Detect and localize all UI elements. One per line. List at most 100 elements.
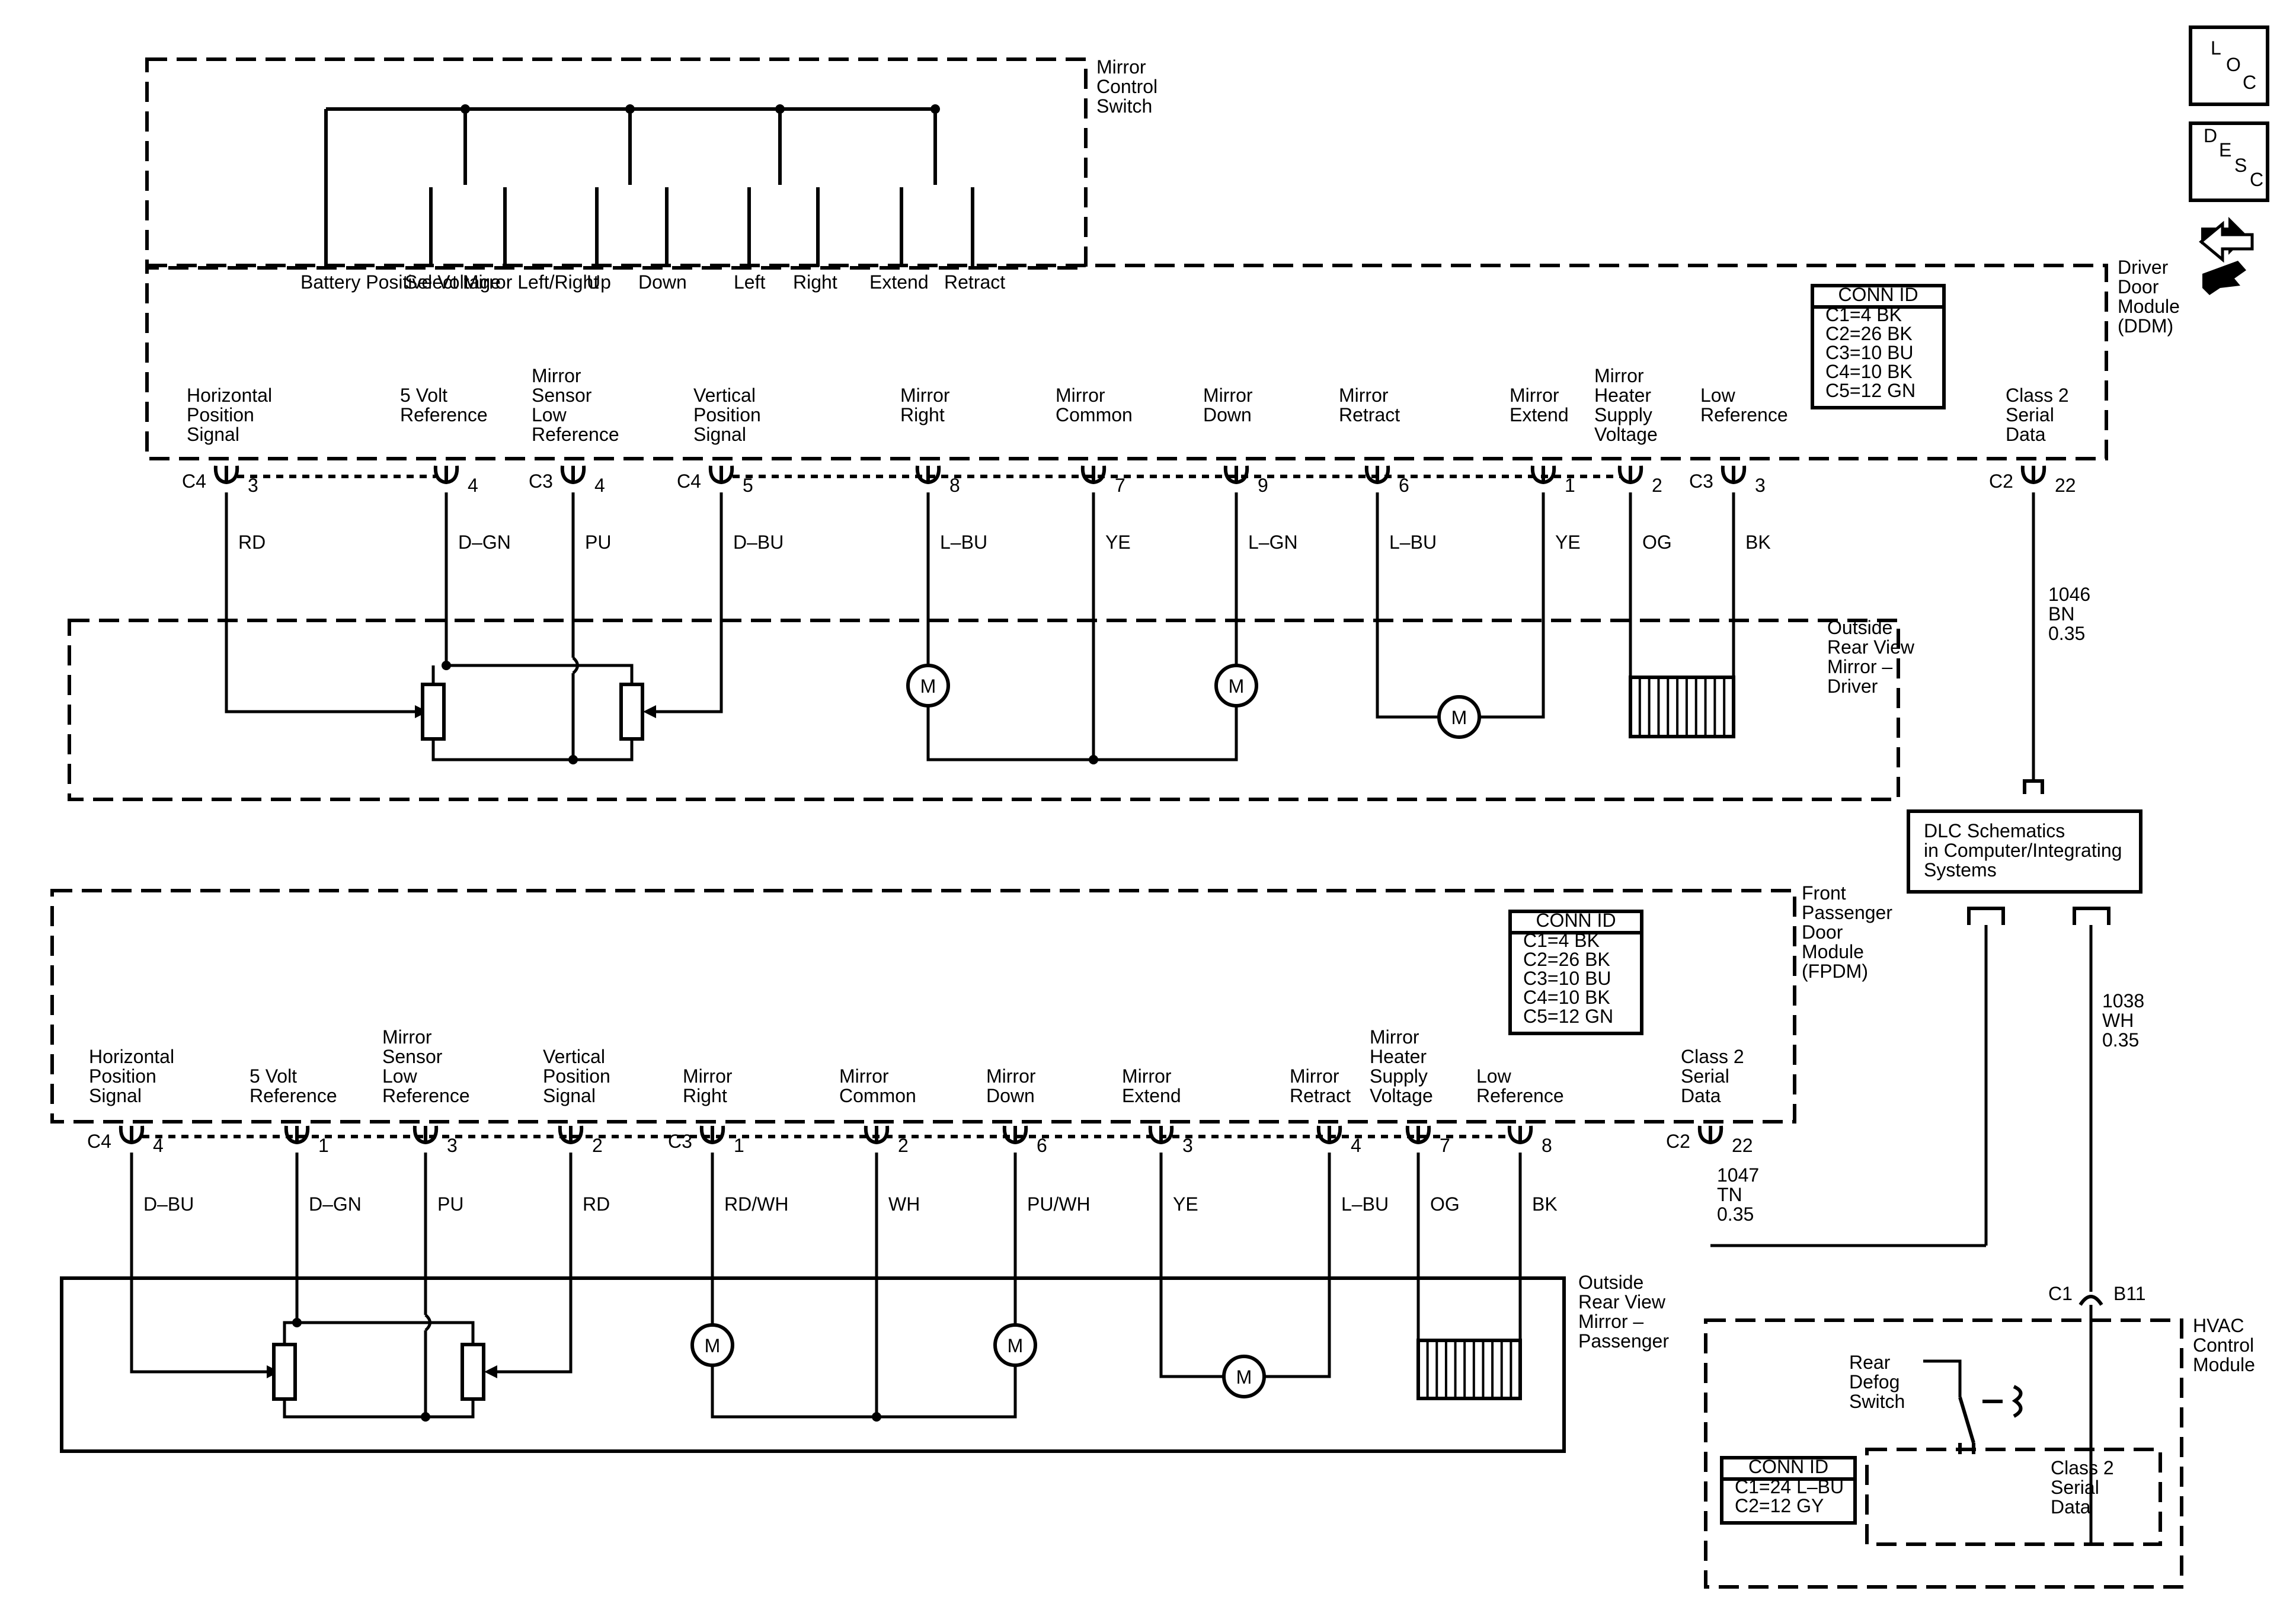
pin-label: Class 2 — [2006, 385, 2069, 406]
motor-symbol: M — [1451, 707, 1467, 728]
hvac-internal-boundary — [1865, 1448, 2162, 1546]
motor: M — [906, 664, 950, 708]
wire-color: YE — [1105, 532, 1131, 553]
pin-label: Vertical — [543, 1046, 605, 1067]
inline-connector — [2023, 779, 2044, 794]
pin-label: Signal — [89, 1085, 142, 1106]
hvac-title: Module — [2193, 1354, 2255, 1375]
pin-number: 3 — [248, 475, 258, 496]
switch-contact-label: Retract — [944, 271, 1005, 293]
pin-label: Supply — [1370, 1065, 1428, 1087]
pin-label: Position — [693, 404, 761, 425]
motor-symbol: M — [1008, 1335, 1024, 1356]
conn-id-title: CONN ID — [1536, 910, 1616, 931]
pin-label: Signal — [187, 424, 239, 445]
pin-label: Reference — [382, 1085, 470, 1106]
pin-label: Down — [1203, 404, 1252, 425]
desc-icon — [2189, 121, 2269, 202]
dlc-label: DLC Schematics — [1924, 820, 2065, 841]
pin-label: Reference — [1476, 1085, 1564, 1106]
dlc-label: in Computer/Integrating — [1924, 840, 2122, 861]
wire — [490, 1153, 573, 1374]
defog-switch-blade — [1958, 1397, 1975, 1443]
defog-switch-wire — [1923, 1359, 1962, 1397]
pin-number: 22 — [2055, 475, 2076, 496]
conn-id-row: C5=12 GN — [1523, 1006, 1613, 1027]
motor: M — [690, 1323, 734, 1367]
conn-id-frame — [1720, 1456, 1857, 1525]
pin-label: 5 Volt — [250, 1065, 297, 1087]
pin-number: 7 — [1115, 475, 1125, 496]
conn-id-row: C5=12 GN — [1825, 380, 1916, 401]
connector-service-icon — [2199, 217, 2254, 295]
fpdm-title: (FPDM) — [1802, 961, 1868, 982]
switch-contact-label: Battery Positive Voltage — [300, 271, 501, 293]
ddm-title: Door — [2118, 276, 2159, 297]
motor: M — [1214, 664, 1258, 708]
pin-number: 6 — [1399, 475, 1409, 496]
switch-title: Switch — [1096, 95, 1152, 117]
connector-terminal — [2078, 1295, 2103, 1306]
conn-id-title: CONN ID — [1838, 284, 1918, 305]
pin-number: 4 — [594, 475, 605, 496]
wrench-icon — [2202, 261, 2246, 295]
pin-label: Reference — [400, 404, 488, 425]
conn-id-row: C4=10 BK — [1523, 987, 1610, 1008]
pin-label: 5 Volt — [400, 385, 447, 406]
motor-circle — [993, 1323, 1037, 1367]
pin-number: 1 — [318, 1135, 329, 1156]
splice-dot — [568, 755, 578, 764]
splice-dot — [1089, 755, 1098, 764]
loc-icon-letter: C — [2243, 72, 2256, 93]
motor-symbol: M — [1236, 1366, 1252, 1388]
pin-label: Heater — [1370, 1046, 1427, 1067]
ddm-boundary — [145, 264, 2108, 460]
pin-number: 1 — [734, 1135, 744, 1156]
desc-icon-letter: S — [2234, 155, 2247, 176]
connector-id: C3 — [1689, 470, 1713, 492]
switch-title: Mirror — [1096, 56, 1146, 78]
pin-label: Data — [2006, 424, 2046, 445]
wire — [283, 1321, 475, 1345]
pin-label: Low — [532, 404, 567, 425]
position-sensor-resistor — [461, 1343, 485, 1401]
wire-color: RD/WH — [724, 1193, 788, 1215]
pin-number: 3 — [1182, 1135, 1193, 1156]
hvac-data-label: Class 2 — [2051, 1457, 2114, 1478]
position-sensor-resistor — [272, 1343, 297, 1401]
pin-label: Vertical — [693, 385, 756, 406]
pin-label: Position — [543, 1065, 610, 1087]
wire-color: WH — [888, 1193, 920, 1215]
pin-label: Signal — [693, 424, 746, 445]
pin-label: Mirror — [1203, 385, 1253, 406]
splice-dot — [421, 1412, 430, 1422]
wire-color: YE — [1555, 532, 1581, 553]
splice-dot — [872, 1412, 881, 1422]
pin-label: Reference — [1700, 404, 1788, 425]
circuit-label: 1038 — [2102, 990, 2144, 1012]
switch-contact-label: Up — [587, 271, 611, 293]
pin-number: 2 — [898, 1135, 909, 1156]
pin-label: Mirror — [1510, 385, 1559, 406]
pin-number: 7 — [1440, 1135, 1450, 1156]
desc-icon-letter: C — [2250, 169, 2263, 190]
desc-icon-letter: D — [2204, 125, 2217, 146]
wire — [648, 492, 723, 713]
motor-symbol: M — [920, 676, 936, 697]
driver-mirror-title: Outside — [1827, 617, 1892, 638]
pin-label: Voltage — [1370, 1085, 1433, 1106]
pin-label: Mirror — [839, 1065, 889, 1087]
switch-contact-label: Select Mirror Left/Right — [405, 271, 599, 293]
pin-label: Serial — [2006, 404, 2054, 425]
hvac-title: HVAC — [2193, 1315, 2244, 1336]
pin-label: Sensor — [382, 1046, 443, 1067]
conn-id-title: CONN ID — [1748, 1456, 1828, 1477]
passenger-mirror-title: Mirror – — [1578, 1311, 1643, 1332]
pin-number: 4 — [468, 475, 478, 496]
conn-id-row: C3=10 BU — [1523, 968, 1611, 989]
wire — [711, 1365, 1017, 1419]
